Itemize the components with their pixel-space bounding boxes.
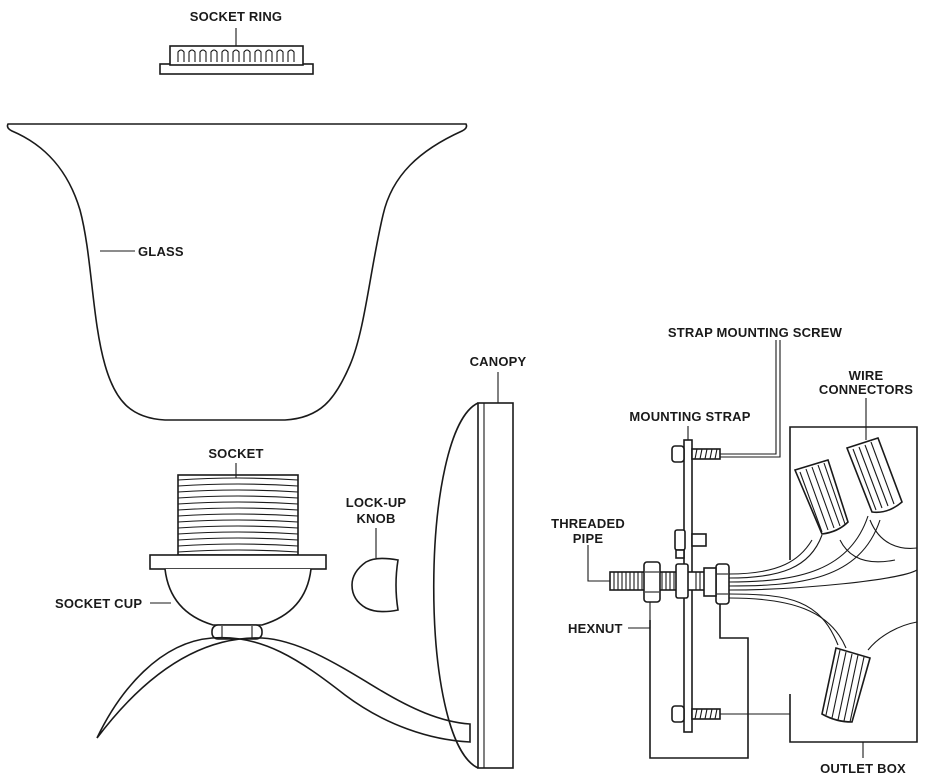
upper-strap-screw: [671, 445, 721, 463]
strap-mounting-screw-leader: [720, 340, 777, 455]
strap-mounting-screw-label: STRAP MOUNTING SCREW: [668, 325, 843, 340]
mounting-strap-label: MOUNTING STRAP: [629, 409, 750, 424]
wire-connector-2: [845, 437, 903, 514]
wire-connectors-label-line2: CONNECTORS: [819, 382, 913, 397]
outlet-box: [649, 426, 918, 759]
wire-connector-3: [821, 646, 871, 723]
center-strap-screw: [674, 529, 707, 559]
glass-shade: [6, 123, 468, 421]
hexnut-label: HEXNUT: [568, 621, 623, 636]
wire-connector-1: [793, 459, 849, 535]
hexnut-right: [703, 563, 730, 605]
glass-label: GLASS: [138, 244, 184, 259]
lock-up-knob-label-line2: KNOB: [356, 511, 395, 526]
outlet-box-label: OUTLET BOX: [820, 761, 906, 776]
socket-ring: [159, 45, 314, 75]
hexnut-leader: [628, 602, 651, 629]
canopy: [433, 402, 514, 769]
wire-connectors-label-line1: WIRE: [849, 368, 884, 383]
lock-up-knob-label-line1: LOCK-UP: [346, 495, 407, 510]
lock-up-knob: [351, 557, 399, 613]
fixture-arm: [96, 636, 471, 743]
hexnut-center: [675, 563, 689, 599]
threaded-pipe-leader: [587, 545, 610, 582]
canopy-label: CANOPY: [470, 354, 527, 369]
socket-label: SOCKET: [208, 446, 263, 461]
threaded-pipe-label-line2: PIPE: [573, 531, 604, 546]
lower-strap-screw: [671, 705, 721, 723]
wires: [728, 515, 918, 651]
socket-cup-label: SOCKET CUP: [55, 596, 142, 611]
socket: [177, 474, 299, 556]
socket-ring-label: SOCKET RING: [190, 9, 282, 24]
socket-cup: [149, 554, 327, 640]
threaded-pipe-label-line1: THREADED: [551, 516, 625, 531]
hexnut-left: [643, 561, 661, 603]
